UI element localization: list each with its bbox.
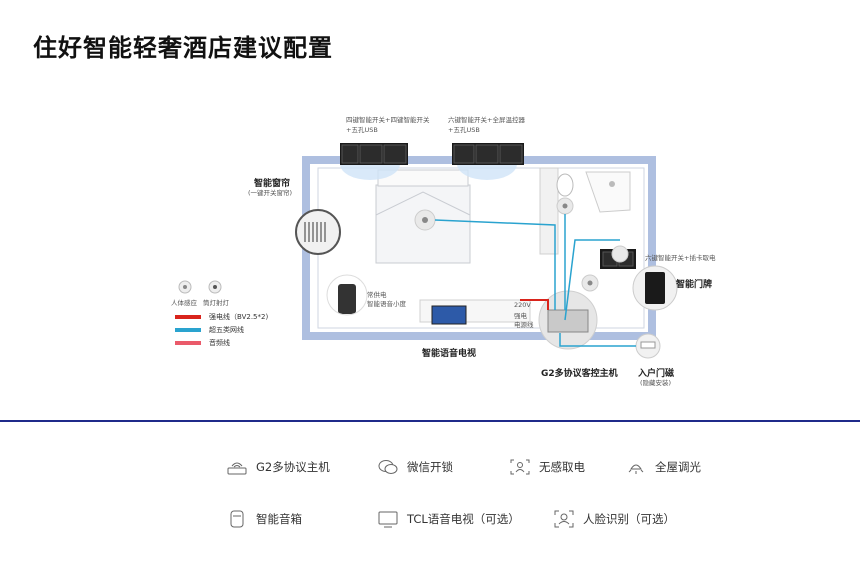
label-switch-right-2: +五孔USB <box>448 126 480 134</box>
legend-swatch <box>175 328 201 332</box>
door-plate <box>645 272 665 304</box>
legend-swatch <box>175 341 201 345</box>
label-door-plate: 智能门牌 <box>676 280 713 290</box>
label-speaker-1: 常供电 <box>367 291 387 299</box>
label-curtain: 智能窗帘 <box>254 179 291 189</box>
legend-label: 音频线 <box>209 339 230 347</box>
label-door-sensor: 入户门磁 <box>638 369 675 379</box>
tv-icon <box>378 511 398 528</box>
legend-item-power: 强电线（BV2.5*2) <box>175 312 268 322</box>
host-device <box>547 309 589 333</box>
legend-item-network: 超五类网线 <box>175 325 244 335</box>
label-tv: 智能语音电视 <box>422 349 477 359</box>
power-wiring <box>520 299 549 310</box>
feature-dimming: 全屋调光 <box>625 458 701 476</box>
light-icon <box>628 464 644 474</box>
feature-label: 微信开锁 <box>407 460 453 474</box>
feature-face-id: 人脸识别（可选） <box>553 509 675 529</box>
section-divider <box>0 420 860 422</box>
floor-plan <box>178 143 678 359</box>
speaker-icon <box>230 510 244 528</box>
curtain-node <box>295 209 341 255</box>
legend-swatch <box>175 315 201 319</box>
shower <box>585 171 631 213</box>
feature-label: G2多协议主机 <box>256 460 330 474</box>
label-card-switch: 六键智能开关+插卡取电 <box>645 254 716 262</box>
feature-wechat-unlock: 微信开锁 <box>377 458 453 476</box>
switch-panel-right <box>452 143 524 165</box>
feature-label: 无感取电 <box>539 460 585 474</box>
network-wiring <box>434 214 636 347</box>
feature-label: 全屋调光 <box>655 460 701 474</box>
feature-label: 智能音箱 <box>256 512 302 526</box>
label-sensor-lamp: 筒灯射灯 <box>203 299 229 307</box>
router-icon <box>227 462 247 475</box>
curtain-fold <box>304 222 326 242</box>
label-curtain-sub: (一键开关窗帘) <box>248 189 293 197</box>
face-id-icon <box>554 510 574 528</box>
feature-label: TCL语音电视（可选） <box>407 512 520 526</box>
label-sensor-body: 人体感应 <box>171 299 197 307</box>
label-host: G2多协议客控主机 <box>541 369 618 379</box>
feature-auto-power: 无感取电 <box>509 458 585 476</box>
feature-g2-host: G2多协议主机 <box>226 458 330 476</box>
smart-speaker <box>338 284 356 314</box>
wechat-icon <box>378 460 398 474</box>
switch-panel-left <box>340 143 408 165</box>
label-power-1: 220V <box>514 301 531 309</box>
legend-item-audio: 音频线 <box>175 338 230 348</box>
legend-label: 强电线（BV2.5*2) <box>209 313 269 321</box>
page-title: 住好智能轻奢酒店建议配置 <box>33 34 333 62</box>
label-door-sensor-sub: (隐藏安装) <box>640 379 672 387</box>
feature-label: 人脸识别（可选） <box>583 512 675 526</box>
face-scan-icon <box>510 459 530 475</box>
toilet <box>556 173 574 197</box>
tv-screen <box>431 305 467 325</box>
feature-smart-speaker: 智能音箱 <box>226 509 302 529</box>
legend-label: 超五类网线 <box>209 326 244 334</box>
label-switch-right-1: 六键智能开关+全屏温控器 <box>448 116 525 124</box>
label-power-3: 电源线 <box>514 321 534 329</box>
label-power-2: 强电 <box>514 312 527 320</box>
label-speaker-2: 智能语音小度 <box>367 300 406 308</box>
label-switch-left-2: +五孔USB <box>346 126 378 134</box>
feature-tcl-tv: TCL语音电视（可选） <box>377 509 520 529</box>
label-switch-left-1: 四键智能开关+四键智能开关 <box>346 116 430 124</box>
partition-wall <box>539 167 559 255</box>
